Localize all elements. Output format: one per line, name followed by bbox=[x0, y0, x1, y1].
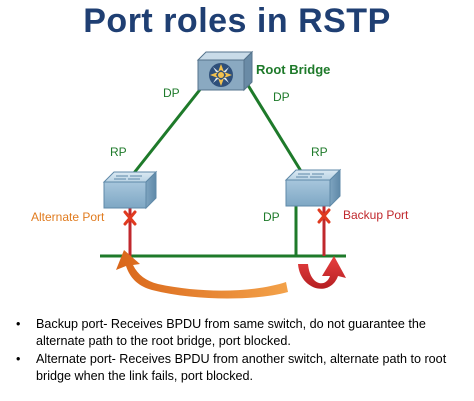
link-root-to-left-switch bbox=[128, 81, 208, 179]
backup-port-label: Backup Port bbox=[343, 208, 409, 222]
note-item-backup: • Backup port- Receives BPDU from same s… bbox=[14, 316, 462, 349]
rstp-diagram: Root Bridge DP DP RP RP Alternate Port D… bbox=[31, 50, 409, 299]
alternate-port-label: Alternate Port bbox=[31, 210, 105, 224]
bullet-icon: • bbox=[16, 317, 21, 331]
blocked-port-icon bbox=[317, 208, 331, 224]
backup-path-arrow bbox=[298, 256, 346, 289]
right-switch-dp-label: DP bbox=[263, 210, 280, 224]
page-title: Port roles in RSTP bbox=[83, 2, 391, 40]
link-root-to-right-switch bbox=[244, 81, 306, 177]
alternate-path-arrow bbox=[116, 250, 288, 299]
right-switch-rp-label: RP bbox=[311, 145, 328, 159]
note-text-backup: Backup port- Receives BPDU from same swi… bbox=[36, 317, 426, 348]
note-item-alternate: • Alternate port- Receives BPDU from ano… bbox=[14, 351, 462, 384]
root-bridge-label: Root Bridge bbox=[256, 62, 330, 77]
right-switch-icon bbox=[284, 168, 342, 208]
root-bridge-icon bbox=[196, 50, 254, 92]
root-left-dp-label: DP bbox=[163, 86, 180, 100]
root-right-dp-label: DP bbox=[273, 90, 290, 104]
blocked-port-icon bbox=[123, 210, 137, 226]
notes-list: • Backup port- Receives BPDU from same s… bbox=[14, 316, 462, 386]
bullet-icon: • bbox=[16, 352, 21, 366]
note-text-alternate: Alternate port- Receives BPDU from anoth… bbox=[36, 352, 447, 383]
left-switch-rp-label: RP bbox=[110, 145, 127, 159]
left-switch-icon bbox=[102, 170, 158, 210]
